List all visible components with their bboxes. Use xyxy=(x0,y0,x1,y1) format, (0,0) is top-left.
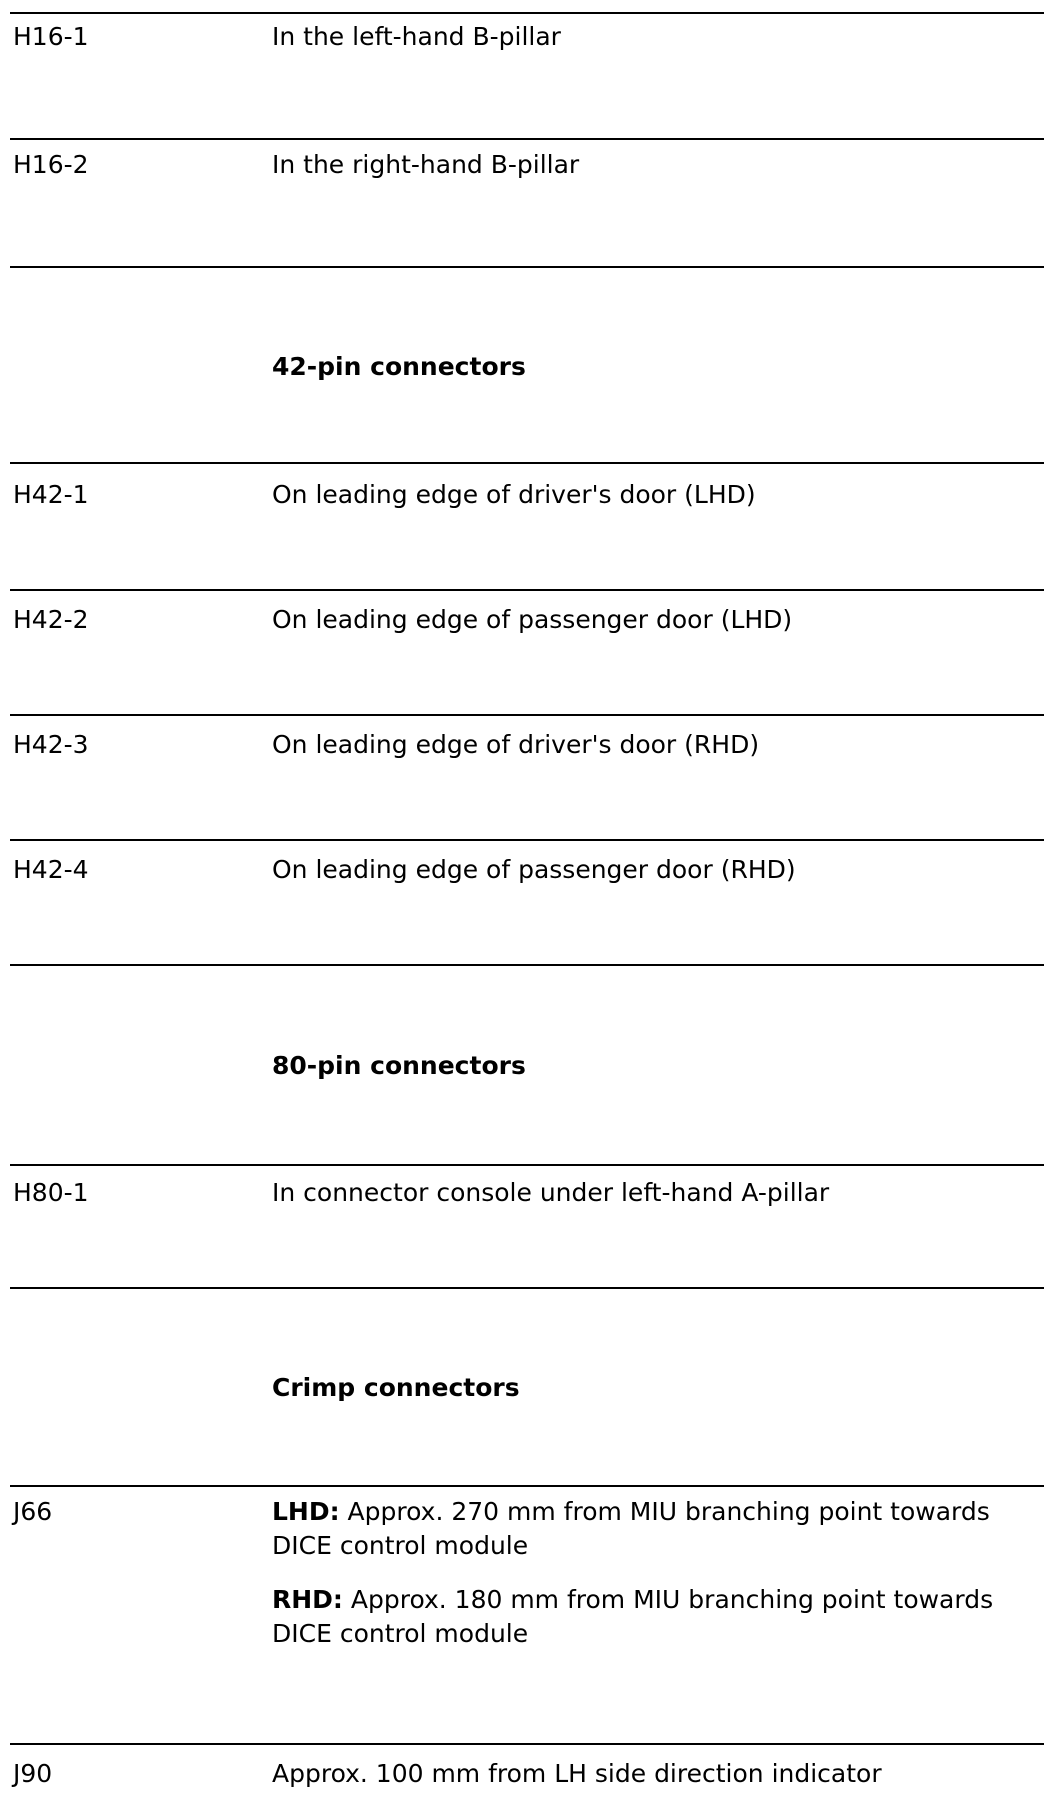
connector-code: J90 xyxy=(13,1759,53,1788)
lhd-location: LHD: Approx. 270 mm from MIU branching p… xyxy=(272,1497,990,1560)
connector-location: On leading edge of passenger door (LHD) xyxy=(272,605,793,634)
connector-location: In connector console under left-hand A-p… xyxy=(272,1178,830,1207)
section-divider xyxy=(10,964,1044,966)
row-divider xyxy=(10,1485,1044,1487)
connector-code: H42-3 xyxy=(13,730,89,759)
connector-code: H42-4 xyxy=(13,855,89,884)
section-heading-80-pin: 80-pin connectors xyxy=(272,1051,526,1080)
row-divider xyxy=(10,1164,1044,1166)
lhd-label: LHD: xyxy=(272,1497,340,1526)
connector-location: LHD: Approx. 270 mm from MIU branching p… xyxy=(272,1495,1012,1651)
connector-location: In the left-hand B-pillar xyxy=(272,22,561,51)
connector-code: H42-2 xyxy=(13,605,89,634)
connector-location: Approx. 100 mm from LH side direction in… xyxy=(272,1759,882,1788)
row-divider xyxy=(10,589,1044,591)
section-divider xyxy=(10,1287,1044,1289)
row-divider xyxy=(10,839,1044,841)
rhd-label: RHD: xyxy=(272,1585,343,1614)
connector-location: On leading edge of driver's door (LHD) xyxy=(272,480,756,509)
row-divider xyxy=(10,462,1044,464)
section-heading-crimp: Crimp connectors xyxy=(272,1373,520,1402)
connector-code: H16-1 xyxy=(13,22,89,51)
connector-code: H42-1 xyxy=(13,480,89,509)
connector-code: J66 xyxy=(13,1497,53,1526)
rhd-location: RHD: Approx. 180 mm from MIU branching p… xyxy=(272,1585,994,1648)
connector-location: In the right-hand B-pillar xyxy=(272,150,580,179)
row-divider xyxy=(10,714,1044,716)
row-divider xyxy=(10,12,1044,14)
section-heading-42-pin: 42-pin connectors xyxy=(272,352,526,381)
section-divider xyxy=(10,266,1044,268)
connector-location: On leading edge of passenger door (RHD) xyxy=(272,855,796,884)
connector-location: On leading edge of driver's door (RHD) xyxy=(272,730,760,759)
connector-code: H16-2 xyxy=(13,150,89,179)
row-divider xyxy=(10,138,1044,140)
row-divider xyxy=(10,1743,1044,1745)
connector-code: H80-1 xyxy=(13,1178,89,1207)
